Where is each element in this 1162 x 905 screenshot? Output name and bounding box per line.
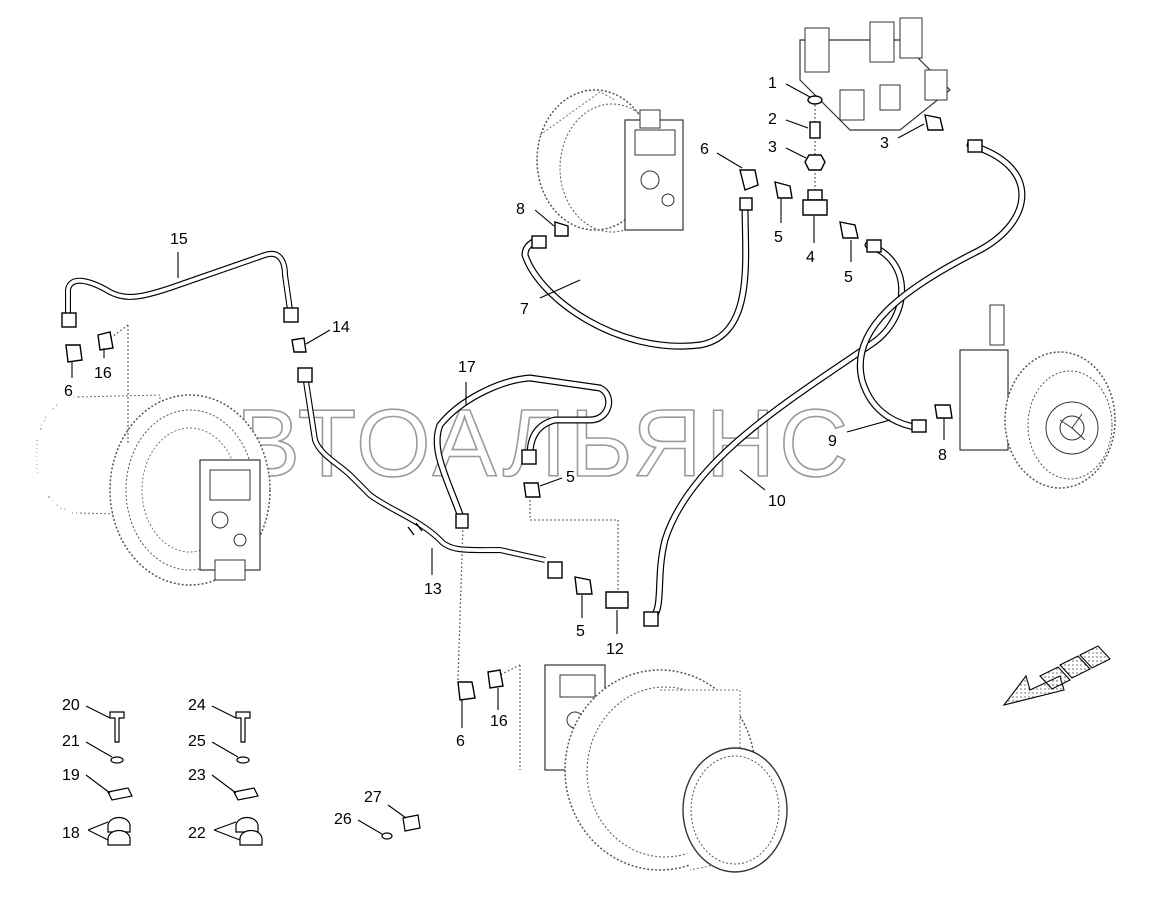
callout-labels: 1 2 3 3 4 5 5 5 5 6 6 6 7 8 8 9 10 12 13… xyxy=(62,75,947,842)
callout-19: 19 xyxy=(62,767,80,784)
callout-6: 6 xyxy=(700,141,709,158)
fittings xyxy=(61,95,983,701)
callout-15: 15 xyxy=(170,231,188,248)
callout-25: 25 xyxy=(188,733,206,750)
callout-12: 12 xyxy=(606,641,624,658)
bracket-kit-18-21 xyxy=(107,711,133,846)
callout-7: 7 xyxy=(520,301,529,318)
callout-27: 27 xyxy=(364,789,382,806)
callout-5: 5 xyxy=(576,623,585,640)
callout-5: 5 xyxy=(566,469,575,486)
pipe-15 xyxy=(65,250,293,318)
callout-5: 5 xyxy=(774,229,783,246)
callout-13: 13 xyxy=(424,581,442,598)
travel-motor-top xyxy=(536,89,684,233)
travel-motor-bottom xyxy=(544,664,788,873)
callout-14: 14 xyxy=(332,319,350,336)
callout-8: 8 xyxy=(938,447,947,464)
valve-block xyxy=(799,17,951,131)
callout-20: 20 xyxy=(62,697,80,714)
callout-1: 1 xyxy=(768,75,777,92)
pipe-13 xyxy=(302,374,546,563)
callout-21: 21 xyxy=(62,733,80,750)
callout-2: 2 xyxy=(768,111,777,128)
watermark-text: АВТОАЛЬЯНС xyxy=(168,390,852,497)
callout-18: 18 xyxy=(62,825,80,842)
hose-9 xyxy=(856,141,1026,432)
callout-3: 3 xyxy=(768,139,777,156)
direction-arrow-icon xyxy=(1002,645,1111,706)
callout-23: 23 xyxy=(188,767,206,784)
leader-lines xyxy=(71,83,945,841)
hose-7 xyxy=(521,201,750,350)
callout-10: 10 xyxy=(768,493,786,510)
callout-24: 24 xyxy=(188,697,206,714)
travel-motor-right xyxy=(959,304,1116,489)
hose-17 xyxy=(433,374,613,524)
callout-6: 6 xyxy=(456,733,465,750)
callout-26: 26 xyxy=(334,811,352,828)
callout-16: 16 xyxy=(490,713,508,730)
callout-3: 3 xyxy=(880,135,889,152)
callout-6: 6 xyxy=(64,383,73,400)
callout-8: 8 xyxy=(516,201,525,218)
callout-16: 16 xyxy=(94,365,112,382)
fastener-26-27 xyxy=(381,814,421,840)
callout-17: 17 xyxy=(458,359,476,376)
bracket-kit-22-25 xyxy=(233,711,263,846)
travel-motor-left xyxy=(35,394,271,586)
callout-9: 9 xyxy=(828,433,837,450)
callout-4: 4 xyxy=(806,249,815,266)
callout-22: 22 xyxy=(188,825,206,842)
callout-5: 5 xyxy=(844,269,853,286)
